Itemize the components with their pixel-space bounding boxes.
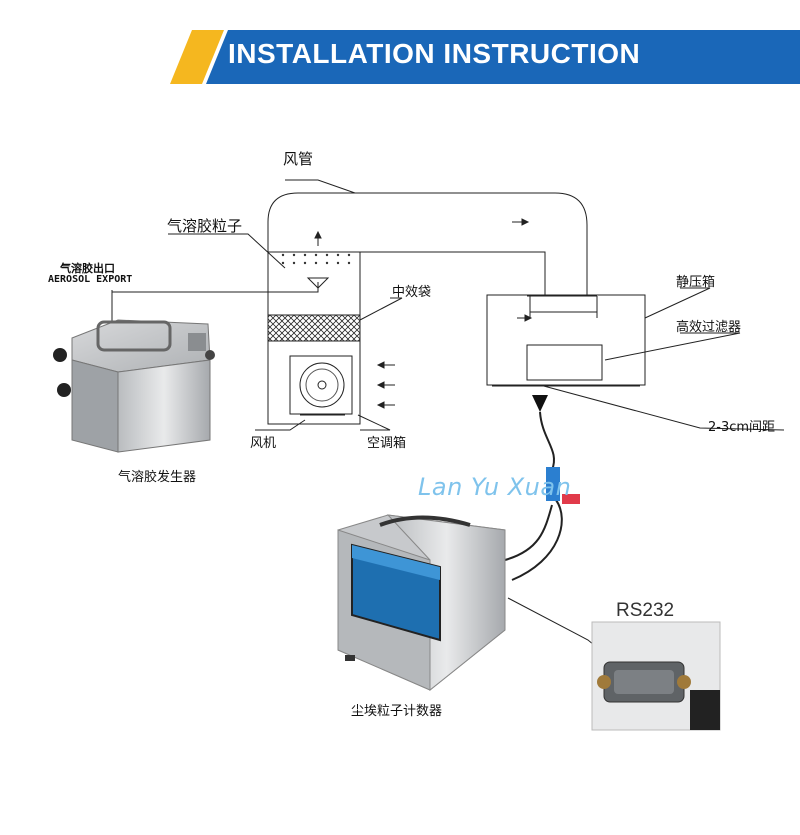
banner-bar	[206, 30, 800, 84]
label-fan: 风机	[250, 436, 277, 451]
duct-inner	[359, 251, 546, 340]
label-aerosol-particles: 气溶胶粒子	[167, 217, 243, 235]
banner-accent-stripe	[170, 30, 224, 84]
label-hepa-filter: 高效过滤器	[676, 320, 742, 335]
fan-drawing	[289, 355, 353, 416]
hepa-filter-box	[526, 344, 603, 381]
aerosol-generator-image	[53, 319, 215, 453]
label-static-box: 静压箱	[676, 275, 716, 290]
label-spacing: 2-3cm间距	[708, 420, 776, 435]
label-ac-box: 空调箱	[367, 436, 407, 451]
sampling-tube	[504, 395, 563, 581]
label-rs232: RS232	[616, 600, 675, 621]
label-particle-counter: 尘埃粒子计数器	[351, 704, 443, 719]
static-box-outline	[486, 294, 646, 386]
label-aerosol-outlet-en: AEROSOL EXPORT	[48, 274, 133, 285]
label-medium-filter: 中效袋	[392, 285, 432, 300]
aerosol-dots	[281, 253, 351, 265]
particle-counter-image	[337, 514, 506, 692]
flow-meter	[546, 467, 560, 501]
watermark-logo: Lan Yu Xuan	[418, 473, 572, 501]
label-aerosol-outlet-cn: 气溶胶出口	[60, 262, 115, 275]
label-duct: 风管	[283, 150, 314, 168]
banner-title: INSTALLATION INSTRUCTION	[228, 38, 641, 69]
arrow-up-icon	[314, 230, 322, 246]
arrow-left-icon	[376, 218, 533, 409]
medium-filter-hatch	[267, 314, 361, 342]
funnel-icon	[306, 277, 330, 289]
duct-outer	[267, 192, 588, 340]
aerosol-tube	[111, 282, 319, 293]
header-banner	[170, 30, 800, 84]
rs232-photo	[591, 621, 721, 731]
label-aerosol-generator: 气溶胶发生器	[118, 470, 197, 485]
